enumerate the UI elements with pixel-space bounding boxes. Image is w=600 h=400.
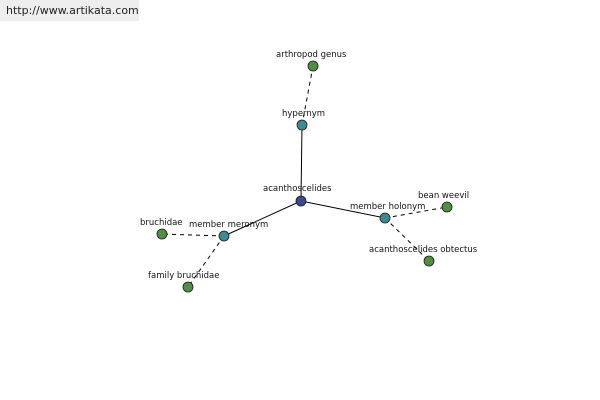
node-dot-bruchidae[interactable] <box>156 228 168 240</box>
node-member-meronym[interactable]: member meronym <box>189 220 268 242</box>
node-label-acanthoscelides[interactable]: acanthoscelides <box>263 184 332 194</box>
node-label-member-holonym[interactable]: member holonym <box>350 202 425 212</box>
node-dot-acanthoscelides[interactable] <box>295 195 307 207</box>
node-dot-acanthoscelides-obtectus[interactable] <box>423 255 435 267</box>
edge-acanthoscelides-to-member-meronym <box>223 200 302 237</box>
node-dot-family-bruchidae[interactable] <box>182 281 194 293</box>
node-label-acanthoscelides-obtectus[interactable]: acanthoscelides obtectus <box>369 245 478 255</box>
graph-nodes: acanthoscelides hypernym arthropod genus me… <box>140 50 478 293</box>
node-bruchidae[interactable]: bruchidae <box>140 218 183 240</box>
node-hypernym[interactable]: hypernym <box>282 109 325 131</box>
edge-hypernym-to-arthropod-genus <box>301 65 314 126</box>
node-bean-weevil[interactable]: bean weevil <box>418 191 469 213</box>
node-label-bean-weevil[interactable]: bean weevil <box>418 191 469 201</box>
edge-member-holonym-to-acanthoscelides-obtectus <box>384 217 430 262</box>
node-dot-hypernym[interactable] <box>296 119 308 131</box>
node-label-family-bruchidae[interactable]: family bruchidae <box>148 271 219 281</box>
node-label-hypernym[interactable]: hypernym <box>282 109 325 119</box>
graph-edges <box>161 65 448 288</box>
node-label-member-meronym[interactable]: member meronym <box>189 220 268 230</box>
edge-member-meronym-to-bruchidae <box>161 233 225 237</box>
node-arthropod-genus[interactable]: arthropod genus <box>276 50 347 72</box>
edge-member-holonym-to-bean-weevil <box>384 206 448 219</box>
node-label-arthropod-genus[interactable]: arthropod genus <box>276 50 347 60</box>
node-dot-bean-weevil[interactable] <box>441 201 453 213</box>
node-member-holonym[interactable]: member holonym <box>350 202 425 224</box>
node-acanthoscelides[interactable]: acanthoscelides <box>263 184 332 207</box>
edge-acanthoscelides-to-member-holonym <box>300 200 386 219</box>
node-family-bruchidae[interactable]: family bruchidae <box>148 271 219 293</box>
node-label-bruchidae[interactable]: bruchidae <box>140 218 183 228</box>
node-acanthoscelides-obtectus[interactable]: acanthoscelides obtectus <box>369 245 478 267</box>
node-dot-member-holonym[interactable] <box>379 212 391 224</box>
node-dot-arthropod-genus[interactable] <box>307 60 319 72</box>
edge-member-meronym-to-family-bruchidae <box>187 235 225 288</box>
edge-acanthoscelides-to-hypernym <box>300 124 303 202</box>
site-url-banner[interactable]: http://www.artikata.com <box>0 0 139 21</box>
node-dot-member-meronym[interactable] <box>218 230 230 242</box>
